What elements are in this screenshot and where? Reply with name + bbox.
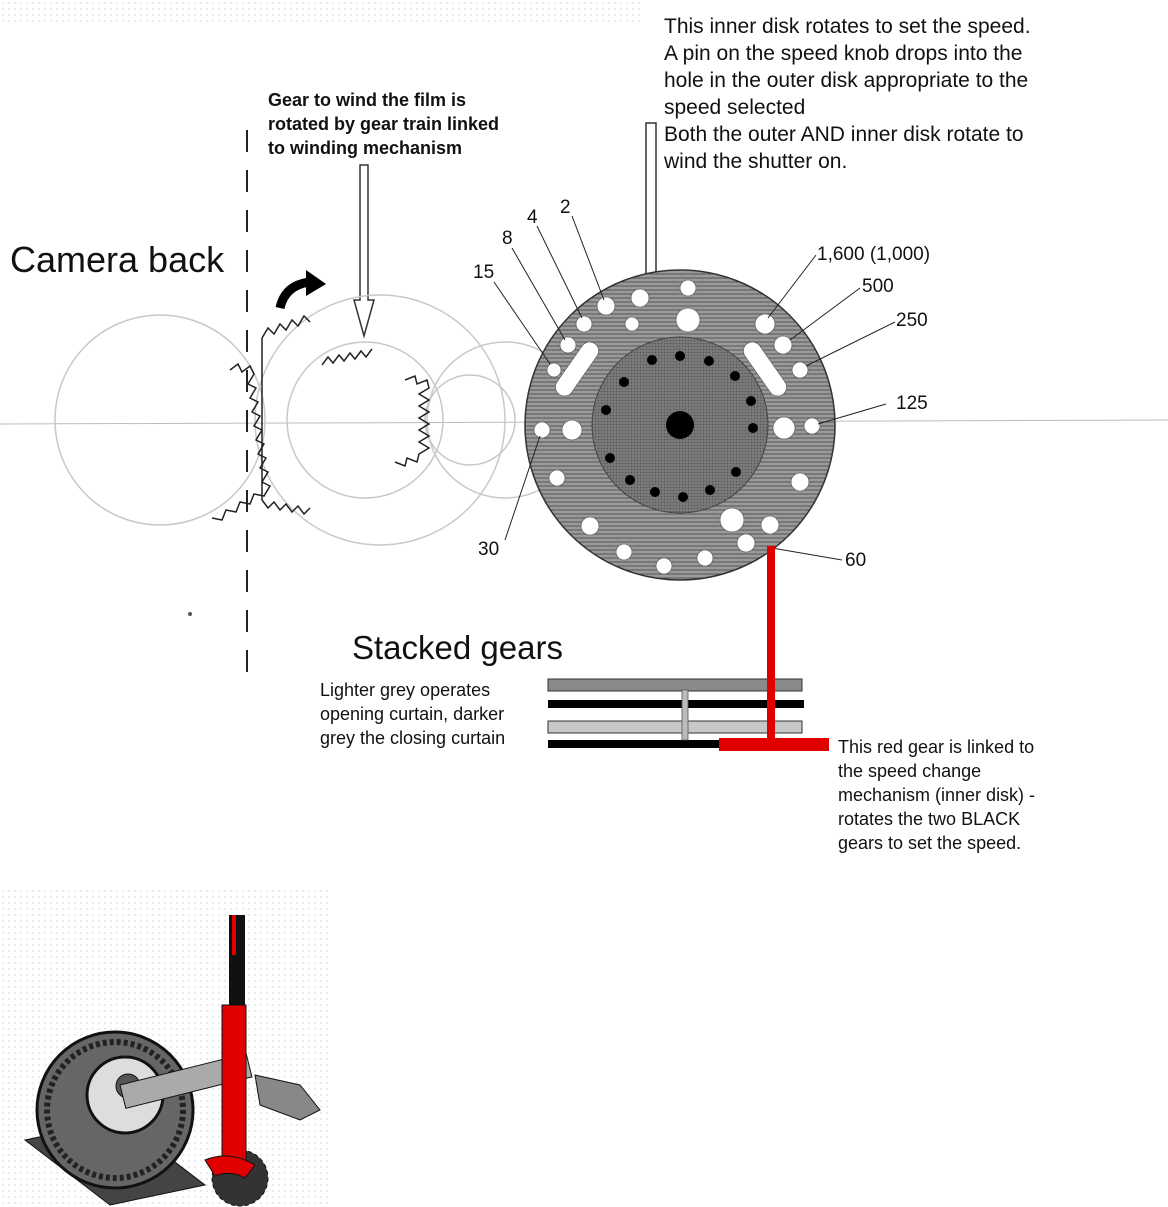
inner-disk-note-line: wind the shutter on. (664, 150, 848, 173)
stray-dot (188, 612, 192, 616)
inner-disk-note-line: A pin on the speed knob drops into the (664, 42, 1023, 65)
gear-teeth-right (394, 374, 431, 468)
inner-disk-note-line: hole in the outer disk appropriate to th… (664, 69, 1029, 92)
red-gear-note-line: rotates the two BLACK (838, 809, 1021, 829)
curtain-note-line: Lighter grey operates (320, 680, 491, 700)
inner-disk-note-line: This inner disk rotates to set the speed… (664, 15, 1031, 38)
speed-label-60: 60 (845, 550, 867, 571)
gear-spindle (681, 689, 689, 741)
dark-grey-gear (547, 678, 803, 692)
stacked-gears-title: Stacked gears (352, 629, 563, 666)
wind-gear-note: Gear to wind the film is rotated by gear… (268, 88, 499, 160)
curtain-note-line: grey the closing curtain (320, 728, 506, 748)
black-gear-lower (548, 740, 728, 748)
inner-disk-note-line: Both the outer AND inner disk rotate to (664, 123, 1024, 146)
inner-disk-note-line: speed selected (664, 96, 806, 119)
rotation-arrow-icon (275, 277, 311, 310)
red-gear-note-line: mechanism (inner disk) - (838, 785, 1036, 805)
curtain-note: Lighter grey operates opening curtain, d… (320, 678, 505, 750)
red-shaft (767, 546, 775, 742)
rotation-arrowhead-icon (306, 270, 326, 296)
mechanism-photo (0, 888, 328, 1207)
speed-label-500: 500 (862, 276, 894, 297)
speed-label-15: 15 (473, 262, 495, 283)
gear-teeth-small (321, 348, 373, 366)
speed-label-30: 30 (478, 539, 500, 560)
speed-label-2: 2 (560, 197, 571, 218)
outer-disk-holes (533, 279, 821, 575)
speed-label-1600: 1,600 (1,000) (817, 244, 931, 265)
inner-disk-holes (601, 351, 758, 502)
gear-teeth-middle-arc (261, 314, 311, 516)
wind-gear-note-line: Gear to wind the film is (268, 90, 467, 110)
texture-strip (0, 0, 640, 22)
inner-disk-hub (666, 411, 694, 439)
red-gear (719, 738, 829, 751)
wind-gear-arrow-icon (353, 164, 375, 339)
gear-teeth-left (211, 362, 272, 521)
camera-back-label: Camera back (10, 239, 225, 280)
red-gear-note-line: gears to set the speed. (838, 833, 1022, 853)
red-gear-note-line: This red gear is linked to (838, 737, 1035, 757)
red-gear-note-line: the speed change (838, 761, 982, 781)
curtain-note-line: opening curtain, darker (320, 704, 505, 724)
wind-gear-note-line: rotated by gear train linked (268, 114, 500, 134)
wind-gear-note-line: to winding mechanism (268, 138, 463, 158)
inner-disk-note: This inner disk rotates to set the speed… (664, 13, 1031, 175)
speed-label-250: 250 (896, 310, 928, 331)
speed-label-125: 125 (896, 393, 928, 414)
black-gear-upper (548, 700, 804, 708)
light-grey-gear (547, 720, 803, 734)
stacked-gears (547, 678, 804, 748)
red-gear-note: This red gear is linked to the speed cha… (838, 735, 1035, 855)
gear-train-outlines (54, 294, 584, 546)
speed-label-8: 8 (502, 228, 513, 249)
speed-leader-lines (493, 215, 896, 561)
speed-label-4: 4 (527, 207, 538, 228)
